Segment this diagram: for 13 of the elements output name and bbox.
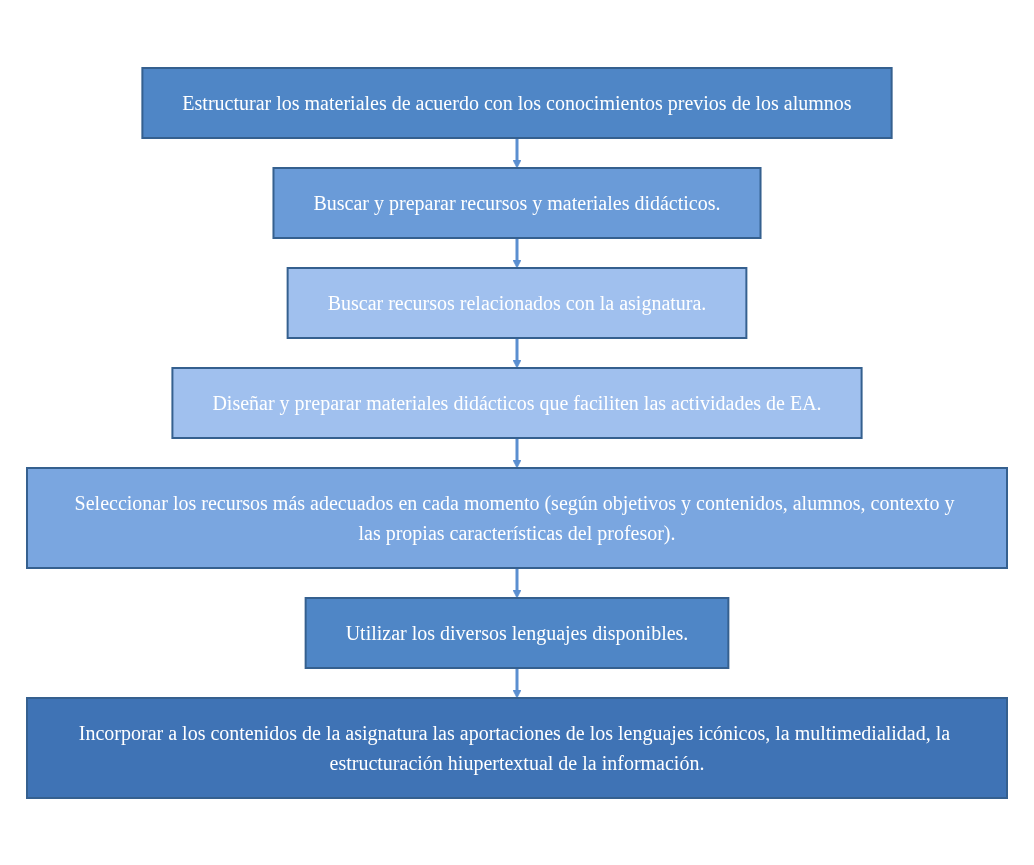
- node-box: Utilizar los diversos lenguajes disponibles.: [304, 596, 730, 669]
- arrow: [512, 567, 522, 598]
- arrow: [512, 667, 522, 698]
- node-box: Seleccionar los recursos más adecuados en cada momento (según objetivos y contenidos, alumnos, contexto y las propias características del profesor).: [26, 466, 1008, 569]
- node-box: Diseñar y preparar materiales didácticos que faciliten las actividades de EA.: [171, 366, 863, 439]
- arrow: [512, 237, 522, 268]
- node-box: Buscar recursos relacionados con la asignatura.: [286, 266, 748, 339]
- node-box: Buscar y preparar recursos y materiales didácticos.: [272, 166, 762, 239]
- node-box: Estructurar los materiales de acuerdo con los conocimientos previos de los alumnos: [141, 66, 893, 139]
- arrow: [512, 137, 522, 168]
- arrow: [512, 337, 522, 368]
- arrow: [512, 437, 522, 468]
- node-box: Incorporar a los contenidos de la asignatura las aportaciones de los lenguajes icónicos, la multimedialidad, la estructuración hiupertextual de la información.: [26, 696, 1008, 799]
